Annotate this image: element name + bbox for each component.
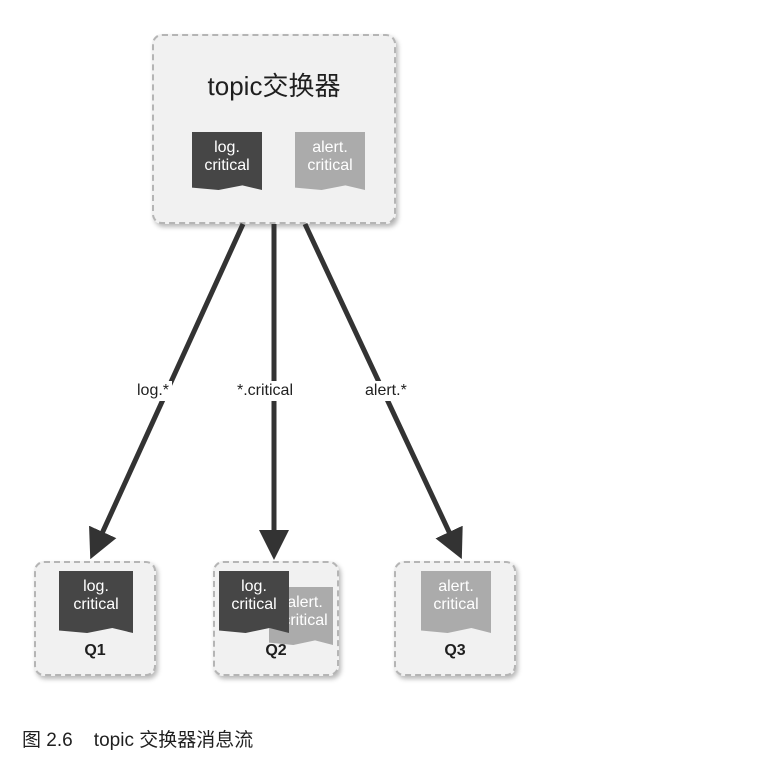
message-alert-critical: alert. critical: [421, 571, 491, 633]
message-line-2: critical: [73, 596, 119, 613]
queue-name: Q2: [265, 642, 287, 659]
binding-label-alert: alert.*: [362, 381, 410, 401]
exchange-title: topic交换器: [207, 71, 341, 101]
message-line-2: critical: [307, 157, 353, 174]
message-line-2: critical: [282, 612, 328, 629]
message-line-2: critical: [433, 596, 479, 613]
message-alert-critical: alert. critical: [295, 132, 365, 190]
message-line-1: log.: [83, 578, 109, 595]
message-log-critical: log. critical: [219, 571, 289, 633]
message-log-critical: log. critical: [59, 571, 133, 633]
message-line-2: critical: [231, 596, 277, 613]
message-line-1: log.: [214, 139, 240, 156]
binding-label-log: log.*: [134, 381, 173, 401]
queue-q1-box: log. critical Q1: [34, 561, 156, 676]
message-line-2: critical: [204, 157, 250, 174]
queue-name: Q1: [84, 642, 106, 659]
message-line-1: log.: [241, 578, 267, 595]
queue-name: Q3: [444, 642, 466, 659]
figure-caption: 图 2.6 topic 交换器消息流: [22, 730, 254, 751]
message-line-1: alert.: [312, 139, 348, 156]
binding-label-critical: *.critical: [234, 381, 297, 401]
message-log-critical: log. critical: [192, 132, 262, 190]
queue-q2-box: alert. critical log. critical Q2: [213, 561, 339, 676]
topic-exchange-box: topic交换器 log. critical alert. critical: [152, 34, 396, 224]
message-line-1: alert.: [438, 578, 474, 595]
message-line-1: alert.: [287, 594, 323, 611]
queue-q3-box: alert. critical Q3: [394, 561, 516, 676]
